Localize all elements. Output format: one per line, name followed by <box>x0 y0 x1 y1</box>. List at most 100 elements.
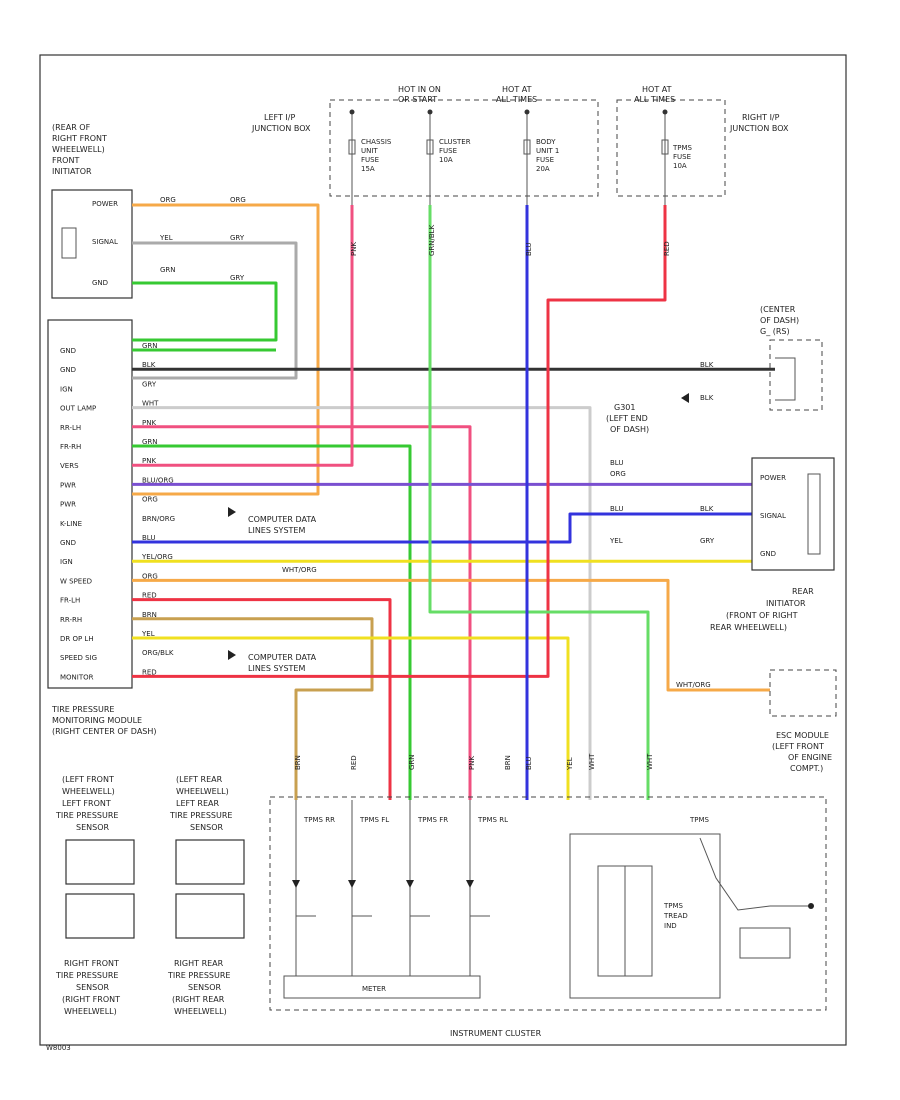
rear-init-label-1: REAR <box>792 587 814 596</box>
module-label-3: (RIGHT CENTER OF DASH) <box>52 727 157 736</box>
hot-at-label-2: ALL TIMES <box>496 95 537 104</box>
lr-label-4: TIRE PRESSURE <box>169 811 232 820</box>
rear-pin-gnd: GND <box>760 550 776 558</box>
wire-out-lamp <box>132 406 592 800</box>
lf-label-4: TIRE PRESSURE <box>55 811 118 820</box>
rf-label-2: TIRE PRESSURE <box>55 971 118 980</box>
tag-front-org: ORG <box>160 196 176 204</box>
lamp-diode-3 <box>466 880 474 888</box>
wire-fr-lh <box>132 598 392 800</box>
wire-harness <box>132 203 775 800</box>
module-pin-13: FR-LH <box>60 597 80 605</box>
module-label-2: MONITORING MODULE <box>52 716 142 725</box>
lf-label-3: LEFT FRONT <box>62 799 111 808</box>
rear-pin-signal: SIGNAL <box>760 512 786 520</box>
module-pin-15: DR OP LH <box>60 635 94 643</box>
tread-section-box <box>569 833 721 999</box>
left-junction-box: LEFT I/P JUNCTION BOX HOT IN ON OR START… <box>251 85 599 205</box>
fuse-chassis-label-d: 15A <box>361 165 375 173</box>
computer-data-2b: LINES SYSTEM <box>248 664 305 673</box>
fuse-tpms-label-c: 10A <box>673 162 687 170</box>
tag-esc-wire: WHT/ORG <box>282 566 317 574</box>
module-pin-7: PWR <box>60 481 76 489</box>
right-junction-box: RIGHT I/P JUNCTION BOX HOT AT ALL TIMES … <box>616 85 789 205</box>
center-g-label-2: OF DASH) <box>760 316 799 325</box>
front-initiator: (REAR OF RIGHT FRONT WHEELWELL) FRONT IN… <box>51 123 133 299</box>
fuse-cluster-label-c: 10A <box>439 156 453 164</box>
module-pin-10: GND <box>60 539 76 547</box>
tag-front-gry-2: GRY <box>230 234 245 242</box>
front-initiator-label-4: FRONT <box>52 156 79 165</box>
fuse-body-label-d: 20A <box>536 165 550 173</box>
tag-module-13: RED <box>142 592 157 600</box>
wire-front-signal <box>132 241 298 380</box>
lamp-label-3: TPMS RL <box>477 816 508 824</box>
tag-rear-yel: YEL <box>609 537 623 545</box>
rear-pin-power: POWER <box>760 474 786 482</box>
esc-label-4: COMPT.) <box>790 764 823 773</box>
tire-sensors: (LEFT FRONT WHEELWELL) LEFT FRONT TIRE P… <box>55 775 245 1016</box>
rf-label-5: WHEELWELL) <box>64 1007 117 1016</box>
esc-label-3: OF ENGINE <box>788 753 832 762</box>
rf-label-4: (RIGHT FRONT <box>62 995 120 1004</box>
rear-init-label-2: INITIATOR <box>766 599 806 608</box>
rr-sensor-box <box>175 893 245 939</box>
module-pin-6: VERS <box>60 462 79 470</box>
rr-label-3: SENSOR <box>188 983 221 992</box>
fuse-chassis-label-b: UNIT <box>361 147 378 155</box>
computer-data-links: COMPUTER DATA LINES SYSTEM COMPUTER DATA… <box>228 507 317 673</box>
tag-module-12: ORG <box>142 572 158 580</box>
tag-module-10: BLU <box>142 534 155 542</box>
tag-module-5: GRN <box>142 438 158 446</box>
module-pin-12: W SPEED <box>60 577 92 585</box>
tag-vert-bottom-7: WHT <box>588 753 596 770</box>
tag-rear-gry: GRY <box>700 537 715 545</box>
tag-rear-org: ORG <box>610 470 626 478</box>
tag-vert-bottom-0: BRN <box>294 755 302 770</box>
hot-at-right-label-2: ALL TIMES <box>634 95 675 104</box>
lr-label-1: (LEFT REAR <box>176 775 223 784</box>
tag-gnd-blk-2: BLK <box>700 394 714 402</box>
lamp-diode-2 <box>406 880 414 888</box>
tag-vert-bottom-3: PNK <box>468 756 476 770</box>
tag-module-3: WHT <box>142 400 159 408</box>
diagram-frame <box>39 54 847 1046</box>
computer-data-1b: LINES SYSTEM <box>248 526 305 535</box>
module-pin-14: RR-RH <box>60 616 82 624</box>
module-pin-17: MONITOR <box>60 673 94 681</box>
lamp-label-1: TPMS FL <box>359 816 389 824</box>
tag-module-15: YEL <box>141 630 155 638</box>
g301-label-1: G301 <box>614 403 635 412</box>
wire-color-tags: ORGYELGRNORGGRYGRYGRNBLKGRYWHTPNKGRNPNKB… <box>141 196 715 771</box>
tag-rear-blu-1: BLU <box>610 459 623 467</box>
module-pin-16: SPEED SIG <box>60 654 97 662</box>
esc-label-2: (LEFT FRONT <box>772 742 824 751</box>
rr-label-1: RIGHT REAR <box>174 959 224 968</box>
fuse-cluster-label-b: FUSE <box>439 147 457 155</box>
tag-module-17: RED <box>142 668 157 676</box>
wire-rr-lh <box>132 425 472 800</box>
lr-label-3: LEFT REAR <box>176 799 219 808</box>
module-pin-9: K-LINE <box>60 520 82 528</box>
lf-label-5: SENSOR <box>76 823 109 832</box>
lamp-label-0: TPMS RR <box>303 816 335 824</box>
module-pin-0: GND <box>60 347 76 355</box>
module-pin-3: OUT LAMP <box>60 405 96 413</box>
wire-cluster-fuse <box>428 205 650 800</box>
tag-vert-bottom-6: YEL <box>566 757 574 771</box>
cluster-label: INSTRUMENT CLUSTER <box>450 1029 542 1038</box>
rf-sensor-box <box>65 893 135 939</box>
module-pin-4: RR-LH <box>60 424 81 432</box>
tag-rear-blu-2: BLU <box>610 505 623 513</box>
center-g-label-3: G_ (RS) <box>760 327 790 336</box>
fuse-cluster-label-a: CLUSTER <box>439 138 471 146</box>
fuse-body-label-a: BODY <box>536 138 556 146</box>
tag-module-2: GRY <box>142 380 157 388</box>
cluster-meter-box <box>283 975 481 999</box>
right-jb-label-1: RIGHT I/P <box>742 113 780 122</box>
lamp-diode-1 <box>348 880 356 888</box>
fuse-chassis-label-c: FUSE <box>361 156 379 164</box>
tag-module-4: PNK <box>142 419 156 427</box>
